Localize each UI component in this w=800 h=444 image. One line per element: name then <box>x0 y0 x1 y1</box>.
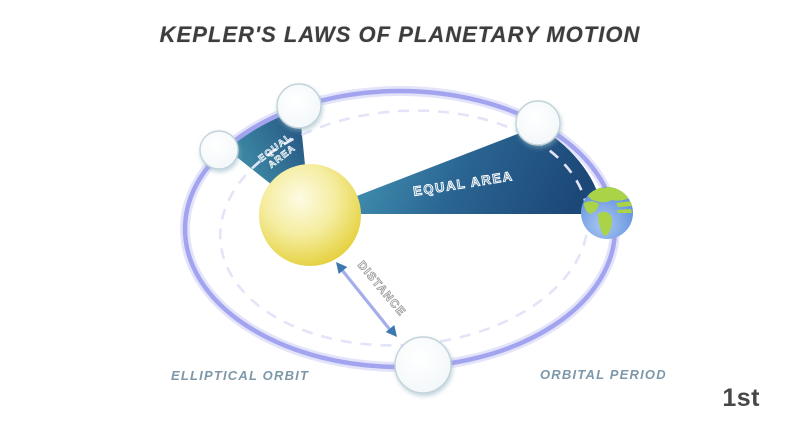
equal-area-wedge-right <box>331 126 603 214</box>
distance-label: DISTANCE <box>355 259 408 319</box>
planet-marker-top-left <box>276 83 322 129</box>
distance-arrowhead-top <box>336 262 348 274</box>
planet-marker-top-right <box>515 100 561 146</box>
planet-marker-left <box>199 130 239 170</box>
slide-number-badge: 1st <box>722 384 760 412</box>
distance-arrow <box>336 262 397 337</box>
elliptical-orbit-label: ELLIPTICAL ORBIT <box>171 368 309 383</box>
planet-marker-bottom <box>394 336 452 394</box>
distance-arrowhead-bottom <box>385 325 397 337</box>
earth-icon <box>581 187 633 239</box>
page-title: KEPLER'S LAWS OF PLANETARY MOTION <box>159 22 641 47</box>
sun <box>259 164 361 266</box>
distance-text: DISTANCE <box>355 259 408 318</box>
orbital-period-label: ORBITAL PERIOD <box>540 367 667 382</box>
distance-arrow-shaft <box>340 268 393 333</box>
